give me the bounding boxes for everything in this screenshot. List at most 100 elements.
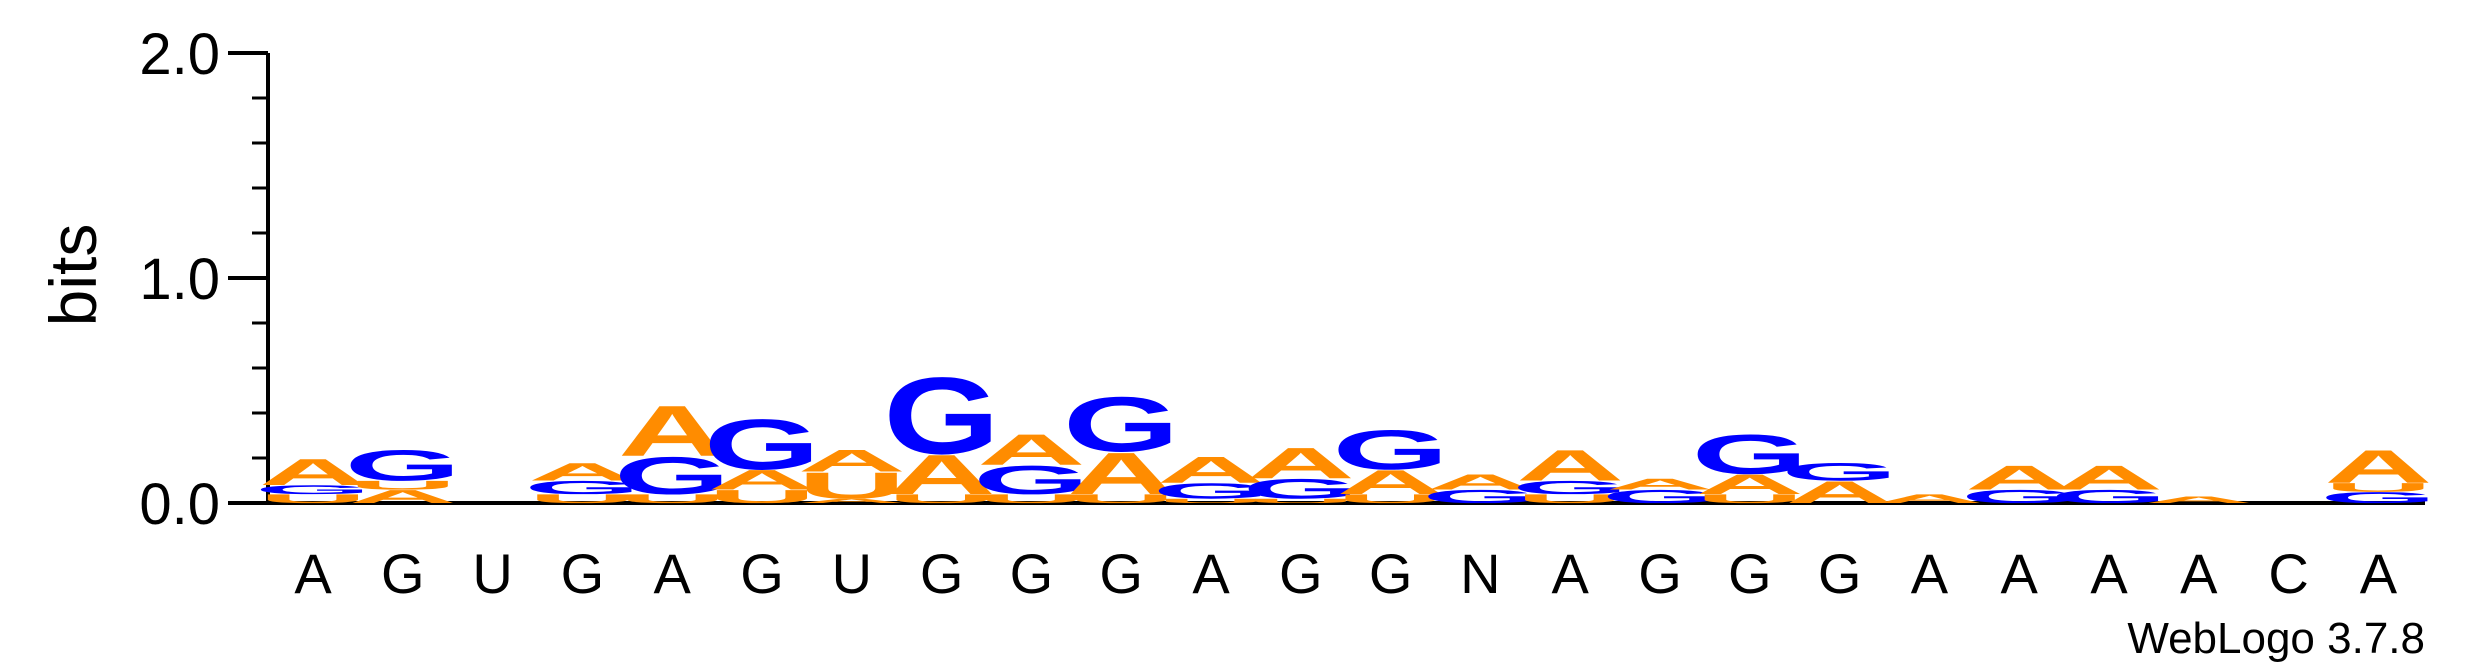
stack-letter-G: G [524, 477, 641, 498]
position-label: A [294, 542, 332, 605]
letter-glyph: U [1516, 492, 1624, 506]
stack-letter-G: G [1961, 486, 2078, 507]
stack-letter-A: A [2055, 459, 2163, 498]
position-label: G [1638, 542, 1682, 605]
letter-glyph: A [528, 458, 636, 486]
stack-letter-A: A [349, 486, 457, 507]
letter-glyph: G [1153, 479, 1270, 503]
letter-glyph: U [349, 478, 457, 492]
letter-glyph: A [887, 443, 995, 506]
position-label: A [2001, 542, 2039, 605]
letter-glyph: A [1785, 475, 1893, 510]
letter-glyph: G [1961, 486, 2078, 507]
stack-letter-A: A [1606, 475, 1714, 493]
letter-glyph: U [977, 492, 1085, 506]
letter-glyph: A [1336, 463, 1444, 502]
stack-letter-G: G [1422, 486, 1539, 507]
stack-letter-G: G [614, 446, 731, 505]
stack-letter-G: G [1332, 419, 1449, 482]
stack-letter-U: U [618, 492, 726, 506]
stack-letter-G: G [344, 441, 461, 490]
stack-letter-A: A [1516, 441, 1624, 490]
letter-glyph: A [349, 486, 457, 507]
letter-glyph: A [2324, 440, 2432, 493]
stack-letter-A: A [798, 497, 906, 504]
stack-letter-G: G [1602, 486, 1719, 507]
stack-letter-A: A [1785, 475, 1893, 510]
stack-letter-A: A [528, 458, 636, 486]
stack-letter-U: U [798, 465, 906, 507]
y-tick-label: 2.0 [139, 22, 220, 87]
stack-letter-G: G [1691, 423, 1808, 486]
position-label: G [1369, 542, 1413, 605]
position-label: N [1460, 542, 1500, 605]
stack-letter-A: A [708, 464, 816, 496]
stack-letter-U: U [1067, 492, 1175, 506]
letter-glyph: G [1602, 486, 1719, 507]
stack-letter-A: A [1696, 468, 1804, 500]
letter-glyph: G [344, 441, 461, 490]
position-label: U [472, 542, 512, 605]
stack-letter-U: U [259, 492, 367, 506]
stack-letter-G: G [704, 404, 821, 484]
stack-letter-A: A [977, 426, 1085, 475]
position-label: A [2180, 542, 2218, 605]
position-label: G [381, 542, 425, 605]
letter-glyph: U [1696, 492, 1804, 506]
stack-letter-U: U [887, 492, 995, 506]
letter-glyph: G [973, 458, 1090, 503]
stack-letter-A: A [1426, 470, 1534, 494]
stack-letter-U: U [2324, 480, 2432, 494]
stack-letter-G: G [1063, 381, 1180, 468]
stack-letter-A: A [1067, 441, 1175, 507]
stack-letter-A: A [1965, 459, 2073, 498]
y-axis-label: bits [36, 224, 110, 327]
stack-letter-U: U [1516, 492, 1624, 506]
letter-glyph: A [798, 497, 906, 504]
letter-glyph: A [1516, 441, 1624, 490]
letter-glyph: A [708, 464, 816, 496]
letter-glyph: A [2055, 459, 2163, 498]
position-label: G [1728, 542, 1772, 605]
stack-letter-G: G [1242, 473, 1359, 505]
letter-glyph: A [1157, 449, 1265, 491]
letter-glyph: U [2324, 480, 2432, 494]
position-label: A [1552, 542, 1590, 605]
letter-glyph: G [2320, 489, 2437, 507]
y-tick-label: 1.0 [139, 247, 220, 312]
letter-glyph: A [1067, 441, 1175, 507]
stack-letter-A: A [1247, 439, 1355, 488]
letter-glyph: U [618, 492, 726, 506]
stack-letter-A: A [618, 391, 726, 471]
stack-letter-U: U [977, 492, 1085, 506]
stack-letter-G: G [255, 483, 372, 497]
stack-letter-A: A [798, 443, 906, 478]
stack-letter-A: A [1157, 449, 1265, 491]
letter-glyph: G [614, 446, 731, 505]
letter-glyph: G [883, 354, 1000, 476]
letter-glyph: A [259, 451, 367, 493]
letter-glyph: U [259, 492, 367, 506]
position-label: A [1192, 542, 1230, 605]
letter-glyph: A [1696, 468, 1804, 500]
stack-letter-G: G [1153, 479, 1270, 503]
stack-letter-G: G [2051, 486, 2168, 507]
letter-glyph: G [1242, 473, 1359, 505]
weblogo-credit: WebLogo 3.7.8 [2127, 614, 2425, 663]
stack-letter-G: G [883, 354, 1000, 476]
stack-letter-G: G [973, 458, 1090, 503]
stack-letter-U: U [528, 492, 636, 506]
stack-letter-U: U [1157, 497, 1265, 504]
letter-glyph: A [798, 443, 906, 478]
letter-glyph: G [1512, 477, 1629, 498]
letter-glyph: G [704, 404, 821, 484]
letter-glyph: A [618, 391, 726, 471]
letter-glyph: A [1875, 492, 1983, 506]
letter-glyph: U [1157, 497, 1265, 504]
position-label: G [740, 542, 784, 605]
stack-letter-A: A [2145, 495, 2253, 505]
letter-glyph: U [798, 465, 906, 507]
letter-glyph: G [1422, 486, 1539, 507]
position-label: U [832, 542, 872, 605]
